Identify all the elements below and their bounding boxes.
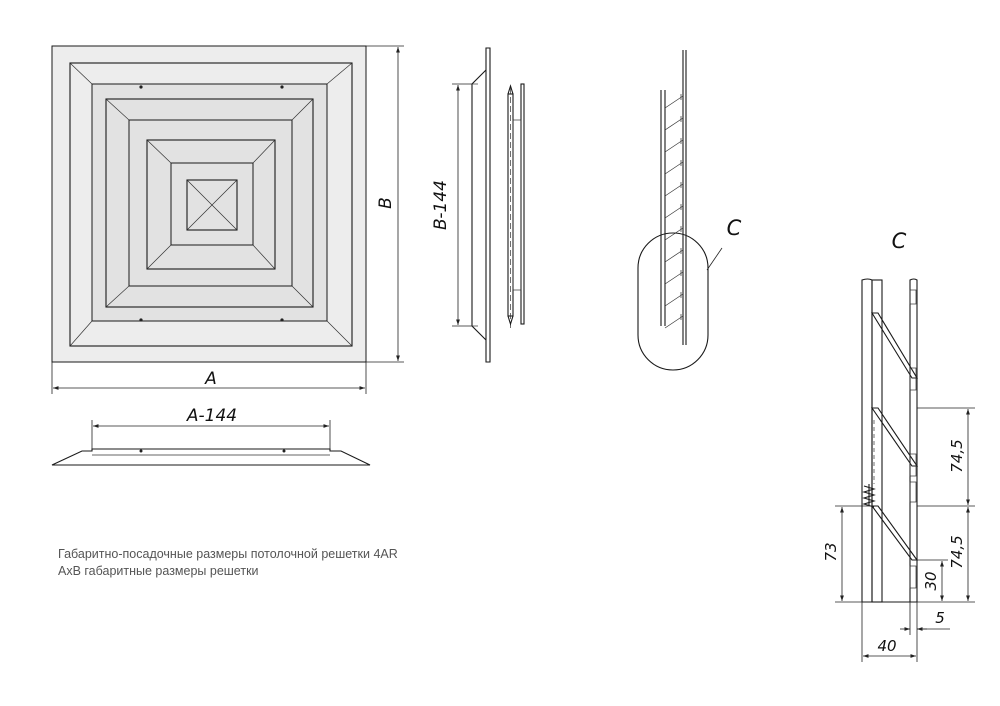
ring-3-inner	[170, 162, 254, 246]
section-louver	[664, 271, 684, 285]
dim-pitch-lower: 74,5	[948, 535, 966, 568]
spring	[862, 484, 876, 508]
section-view: C	[637, 50, 742, 371]
detail-callout-outline	[637, 232, 709, 371]
dim-height-73: 73	[822, 542, 840, 561]
dim-depth-40: 40	[877, 637, 896, 655]
detail-callout-label: C	[727, 216, 742, 240]
section-louver	[664, 205, 684, 219]
section-louver	[664, 315, 684, 329]
detail-c: C 74,5 74,5 73	[822, 229, 975, 662]
section-louver	[664, 117, 684, 131]
side-view: B-144	[431, 47, 525, 363]
section-louver	[664, 227, 684, 241]
section-louver	[664, 249, 684, 263]
caption-subtitle: AxB габаритные размеры решетки	[58, 564, 259, 578]
section-louver	[664, 95, 684, 109]
section-louver	[664, 161, 684, 175]
front-view: A B	[51, 45, 404, 394]
section-louver	[664, 293, 684, 307]
mount-width-label: A-144	[186, 406, 237, 426]
width-label: A	[204, 369, 217, 389]
mount-height-label: B-144	[431, 180, 451, 230]
ring-3-outer	[146, 139, 276, 270]
dim-pitch-upper: 74,5	[948, 439, 966, 472]
ring-2-outer	[105, 98, 314, 308]
center-cone	[186, 179, 238, 231]
dim-thickness-5: 5	[935, 609, 945, 627]
caption-title: Габаритно-посадочные размеры потолочной …	[58, 547, 398, 561]
bottom-view: A-144	[51, 406, 371, 466]
section-louver	[664, 183, 684, 197]
ring-1-outer	[69, 62, 353, 347]
section-louver	[664, 139, 684, 153]
dim-height-30: 30	[922, 571, 940, 590]
height-label: B	[376, 197, 396, 209]
detail-title: C	[892, 229, 907, 253]
